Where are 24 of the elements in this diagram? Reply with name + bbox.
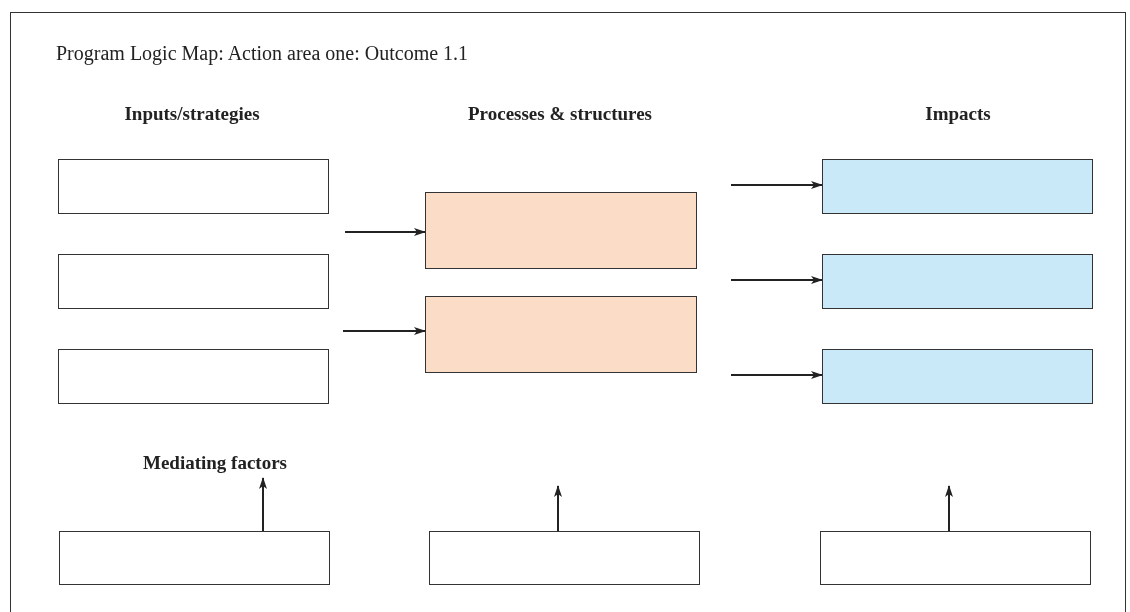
column-heading: Inputs/strategies xyxy=(124,103,260,125)
shaded-box xyxy=(425,296,697,373)
empty-box xyxy=(820,531,1091,585)
diagram-title: Program Logic Map: Action area one: Outcome 1.1 xyxy=(56,42,469,65)
arrow xyxy=(259,477,267,532)
arrow xyxy=(554,485,562,532)
arrow xyxy=(344,228,426,236)
column-heading: Impacts xyxy=(925,103,991,125)
shaded-box xyxy=(425,192,697,269)
column-heading: Processes & structures xyxy=(468,103,652,125)
shaded-box xyxy=(822,159,1093,214)
empty-box xyxy=(429,531,700,585)
arrow xyxy=(730,276,823,284)
empty-box xyxy=(58,254,329,309)
arrow xyxy=(730,371,823,379)
shaded-box xyxy=(822,254,1093,309)
empty-box xyxy=(58,159,329,214)
arrow xyxy=(730,181,823,189)
arrow xyxy=(342,327,426,335)
arrow xyxy=(945,485,953,532)
empty-box xyxy=(59,531,330,585)
shaded-box xyxy=(822,349,1093,404)
text-label: Mediating factors xyxy=(130,452,300,478)
empty-box xyxy=(58,349,329,404)
